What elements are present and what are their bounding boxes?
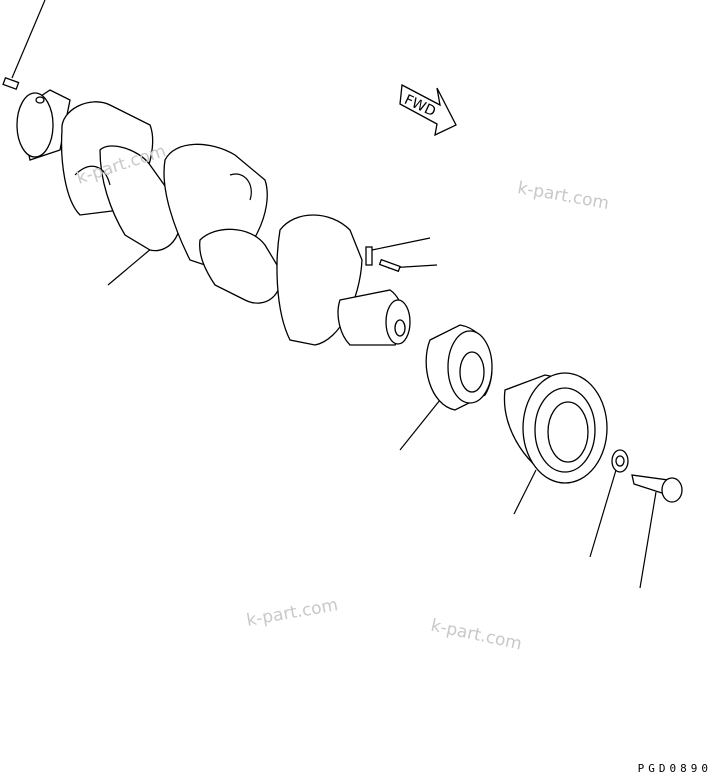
fwd-arrow: FWD [399,83,457,137]
drawing-code: PGD0890 [637,762,712,775]
pin [365,246,373,266]
leader-lines [11,0,657,589]
key [378,258,401,273]
crankshaft-pulley [503,372,608,484]
crankshaft [16,89,411,346]
fwd-label: FWD [402,92,438,120]
crankshaft-gear [425,324,493,411]
washer [611,449,629,473]
dowel-pin [2,76,20,90]
bolt [631,474,683,503]
